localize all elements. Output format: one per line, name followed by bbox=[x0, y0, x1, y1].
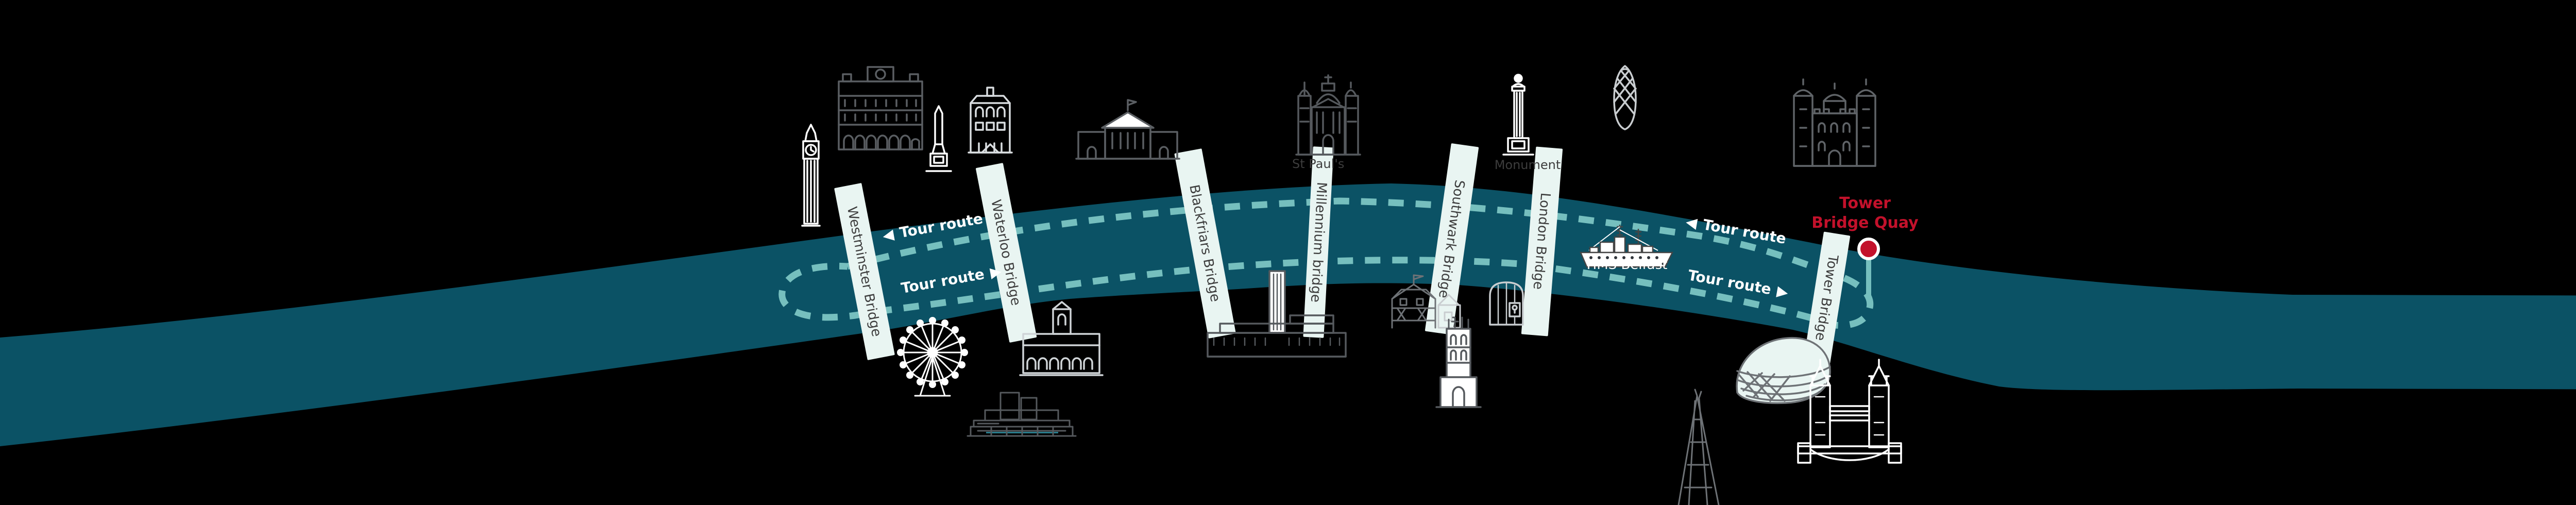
monument-column-icon bbox=[1502, 74, 1534, 156]
bridge-southwark: Southwark Bridge bbox=[1425, 143, 1479, 335]
hms-belfast-ship-icon bbox=[1580, 225, 1674, 268]
big-ben-icon bbox=[801, 124, 821, 227]
st-pauls-cathedral-icon bbox=[1295, 74, 1361, 156]
embankment-building-icon bbox=[968, 87, 1013, 154]
city-hall-icon bbox=[1736, 337, 1831, 405]
route-arrow-left-icon: ◀ bbox=[881, 226, 895, 244]
tower-bridge-icon bbox=[1797, 359, 1902, 464]
gherkin-icon bbox=[1613, 65, 1637, 130]
st-pauls-label: St Paul's bbox=[1292, 157, 1344, 171]
tour-route-path bbox=[778, 197, 1874, 329]
clink-prison-door-icon bbox=[1489, 281, 1524, 326]
national-theatre-icon bbox=[967, 392, 1077, 437]
tower-bridge-quay-label: Tower Bridge Quay bbox=[1811, 194, 1919, 232]
river-thames bbox=[0, 183, 2576, 446]
the-shard-icon bbox=[1677, 389, 1720, 505]
tower-of-london-icon bbox=[1793, 78, 1876, 167]
cleopatra-needle-icon bbox=[925, 105, 952, 172]
svg-text:Tower: Tower bbox=[1839, 194, 1891, 212]
bridge-london: London Bridge bbox=[1521, 146, 1563, 336]
london-eye-icon bbox=[897, 317, 968, 397]
tower-bridge-quay-marker[interactable] bbox=[1857, 238, 1880, 260]
somerset-house-icon bbox=[1075, 99, 1180, 160]
bridge-millennium: Millennium bridge bbox=[1303, 146, 1334, 338]
whitehall-building-icon bbox=[838, 66, 923, 150]
southwark-cathedral-icon bbox=[1435, 316, 1482, 408]
monument-label: Monument bbox=[1495, 158, 1561, 172]
hms-belfast-label: HMS Belfast bbox=[1587, 257, 1668, 273]
county-hall-icon bbox=[1019, 301, 1104, 376]
tate-modern-icon bbox=[1207, 270, 1347, 358]
svg-text:Bridge Quay: Bridge Quay bbox=[1811, 214, 1919, 232]
